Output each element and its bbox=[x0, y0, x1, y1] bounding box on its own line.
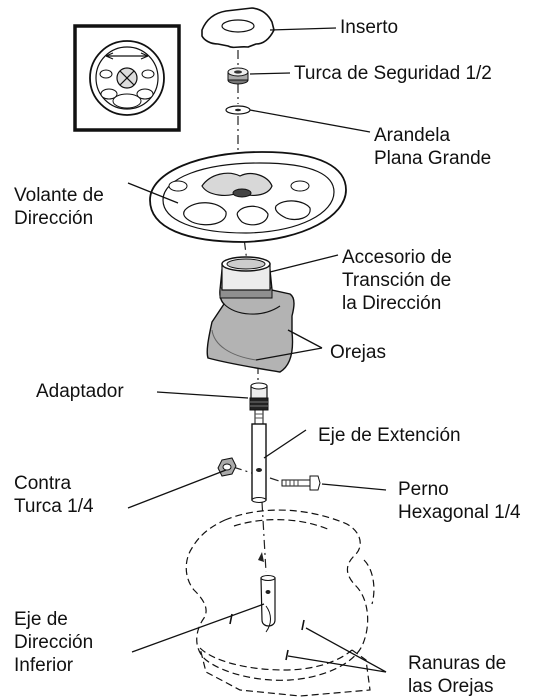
inset-wheel-view bbox=[73, 24, 181, 132]
steering-wheel bbox=[149, 151, 347, 243]
label-accesorio: Accesorio de Transción de la Dirección bbox=[342, 247, 452, 314]
flat-washer bbox=[225, 105, 251, 115]
lock-nut bbox=[227, 67, 249, 85]
label-arandela-plana: Arandela Plana Grande bbox=[374, 125, 492, 169]
extension-shaft bbox=[251, 409, 267, 503]
label-perno-hexagonal: Perno Hexagonal 1/4 bbox=[398, 479, 521, 523]
label-volante-direccion: Volante de Dirección bbox=[14, 185, 104, 229]
jam-nut bbox=[217, 457, 237, 477]
label-inserto: Inserto bbox=[340, 17, 399, 38]
leader-lines bbox=[127, 27, 387, 673]
label-orejas: Orejas bbox=[330, 342, 386, 363]
label-ranuras-orejas: Ranuras de las Orejas bbox=[408, 653, 507, 697]
label-turca-seguridad: Turca de Seguridad 1/2 bbox=[294, 63, 492, 84]
adapter bbox=[249, 382, 269, 411]
lower-steering-shaft bbox=[258, 552, 276, 633]
housing-outline bbox=[185, 509, 375, 697]
steering-transition-boot bbox=[206, 256, 295, 373]
label-eje-direccion-inferior: Eje de Dirección Inferior bbox=[14, 609, 94, 676]
label-contra-turca: Contra Turca 1/4 bbox=[14, 473, 94, 517]
insert-cap bbox=[201, 7, 275, 49]
label-adaptador: Adaptador bbox=[36, 381, 124, 402]
label-eje-extencion: Eje de Extención bbox=[318, 425, 461, 446]
hex-bolt bbox=[281, 475, 321, 491]
